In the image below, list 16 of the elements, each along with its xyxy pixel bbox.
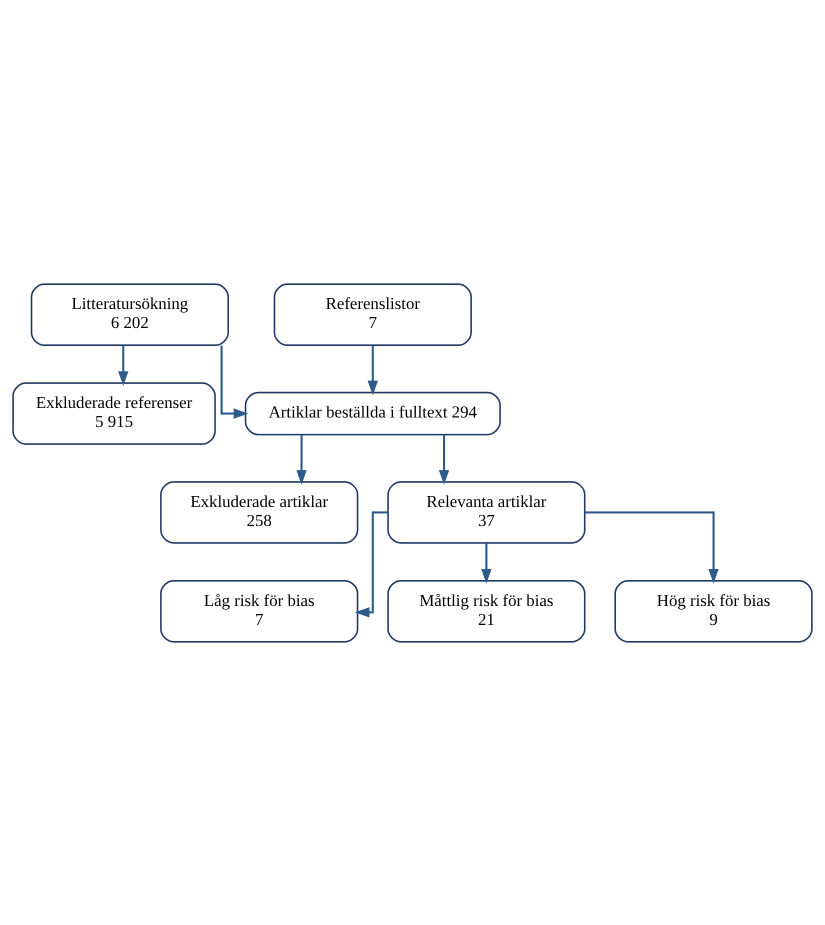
node-box: Artiklar beställda i fulltext 294: [244, 391, 501, 435]
node-box: Låg risk för bias 7: [160, 580, 358, 642]
node-box: Exkluderade referenser 5 915: [12, 382, 216, 444]
node-box: Exkluderade artiklar 258: [160, 480, 358, 544]
node-box: Hög risk för bias 9: [614, 580, 813, 642]
node-box: Måttlig risk för bias 21: [387, 580, 586, 642]
arrow: [296, 434, 307, 484]
node-box: Relevanta artiklar 37: [387, 480, 586, 544]
arrow: [438, 434, 450, 484]
arrow: [118, 344, 128, 386]
node-box: Litteratursökning 6 202: [30, 282, 229, 346]
arrow: [585, 510, 719, 584]
arrow: [481, 542, 492, 584]
node-box: Referenslistor 7: [274, 282, 472, 346]
arrow: [368, 344, 378, 395]
arrow: [220, 344, 248, 418]
